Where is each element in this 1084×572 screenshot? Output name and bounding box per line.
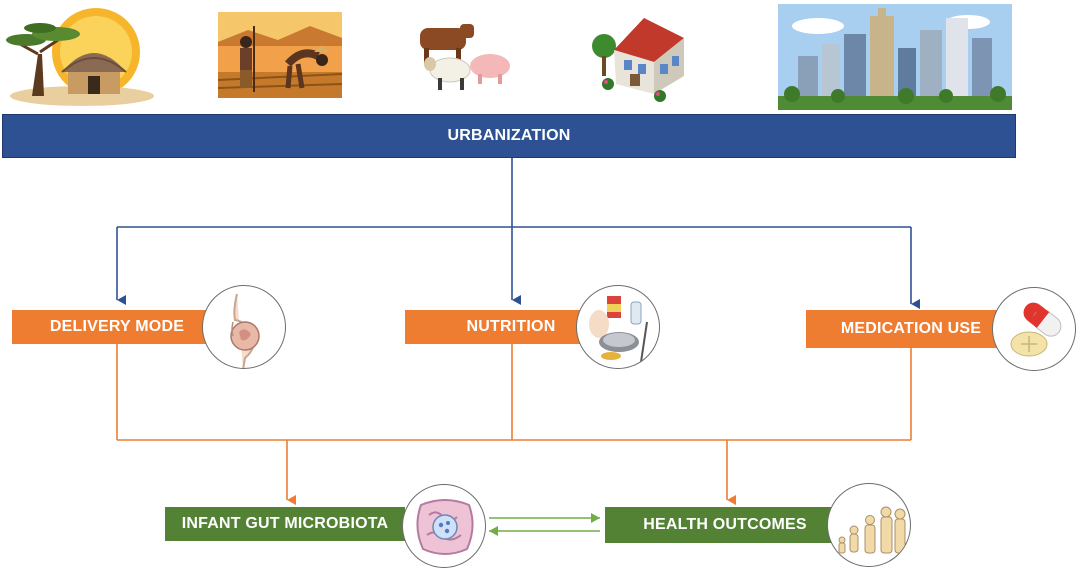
factor-connectors xyxy=(116,344,912,505)
infant-gut-microbiota-box: INFANT GUT MICROBIOTA xyxy=(165,507,405,541)
house-picture xyxy=(588,10,688,102)
health-outcomes-box: HEALTH OUTCOMES xyxy=(605,507,845,543)
medication-use-box: MEDICATION USE xyxy=(806,310,1016,348)
delivery-mode-label: DELIVERY MODE xyxy=(49,318,185,335)
pill-icon xyxy=(992,287,1076,371)
farming-picture xyxy=(218,12,342,98)
health-outcomes-label: HEALTH OUTCOMES xyxy=(643,516,807,533)
bidirectional-arrows xyxy=(489,513,600,536)
human-growth-icon xyxy=(827,483,911,567)
livestock-picture xyxy=(410,22,512,94)
delivery-mode-box: DELIVERY MODE xyxy=(12,310,222,344)
medication-use-label: MEDICATION USE xyxy=(840,320,982,337)
urbanization-connectors xyxy=(116,158,920,309)
city-skyline-picture xyxy=(778,4,1012,110)
urbanization-label: URBANIZATION xyxy=(447,127,571,144)
infant-gut-microbiota-label: INFANT GUT MICROBIOTA xyxy=(181,515,389,532)
pregnancy-icon xyxy=(202,285,286,369)
rural-hut-picture xyxy=(4,4,154,108)
gut-microbiota-icon xyxy=(402,484,486,568)
food-icon xyxy=(576,285,660,369)
urbanization-bar: URBANIZATION xyxy=(2,114,1016,158)
nutrition-label: NUTRITION xyxy=(466,318,556,335)
